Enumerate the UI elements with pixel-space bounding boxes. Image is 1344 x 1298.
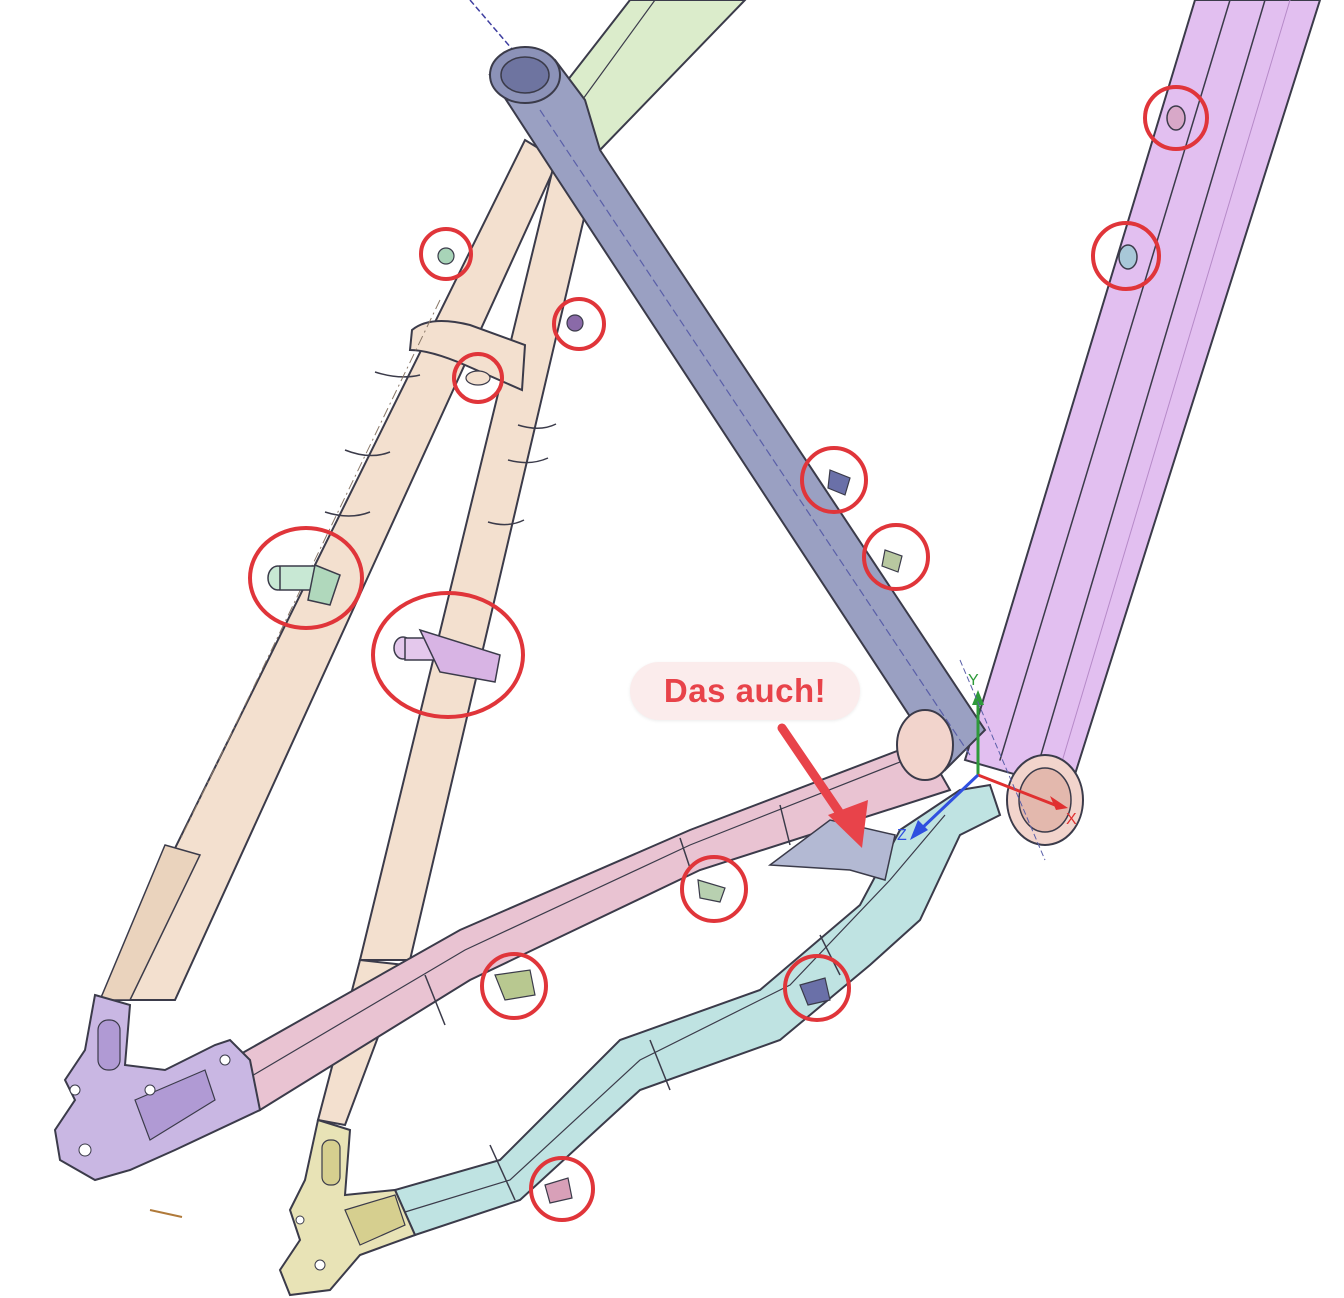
marker-circle bbox=[452, 352, 504, 404]
annotation-callout-text: Das auch! bbox=[663, 672, 827, 709]
chain-stay-right[interactable] bbox=[393, 783, 1002, 1237]
marker-circle bbox=[248, 526, 364, 630]
seat-tube[interactable] bbox=[488, 46, 987, 772]
dropout-right[interactable] bbox=[278, 1118, 417, 1297]
y-axis-label: Y bbox=[968, 672, 979, 689]
marker-circle bbox=[552, 297, 606, 351]
z-axis-label: Z bbox=[897, 827, 907, 844]
marker-circle bbox=[1091, 221, 1161, 291]
marker-circle bbox=[680, 855, 748, 923]
loose-part-line bbox=[149, 1209, 183, 1218]
dropout-left[interactable] bbox=[53, 993, 262, 1182]
chainstay-bridge-plate[interactable] bbox=[767, 819, 896, 881]
marker-circle bbox=[529, 1156, 595, 1222]
down-tube[interactable] bbox=[963, 0, 1322, 792]
annotation-callout: Das auch! bbox=[630, 662, 860, 720]
marker-circle bbox=[783, 954, 851, 1022]
marker-circle bbox=[371, 591, 525, 719]
z-axis-arrow bbox=[918, 773, 980, 832]
frame-mounts bbox=[267, 105, 1186, 1204]
coordinate-axes: Y X Z bbox=[897, 659, 1077, 861]
marker-circle bbox=[800, 446, 868, 514]
marker-circle bbox=[1143, 85, 1209, 151]
marker-circle bbox=[862, 523, 930, 591]
marker-circle bbox=[419, 227, 473, 281]
x-axis-arrow bbox=[977, 773, 1056, 807]
marker-circle bbox=[480, 952, 548, 1020]
highlight-markers bbox=[248, 85, 1209, 1222]
callout-arrow bbox=[777, 723, 868, 848]
x-axis-label: X bbox=[1066, 811, 1077, 828]
